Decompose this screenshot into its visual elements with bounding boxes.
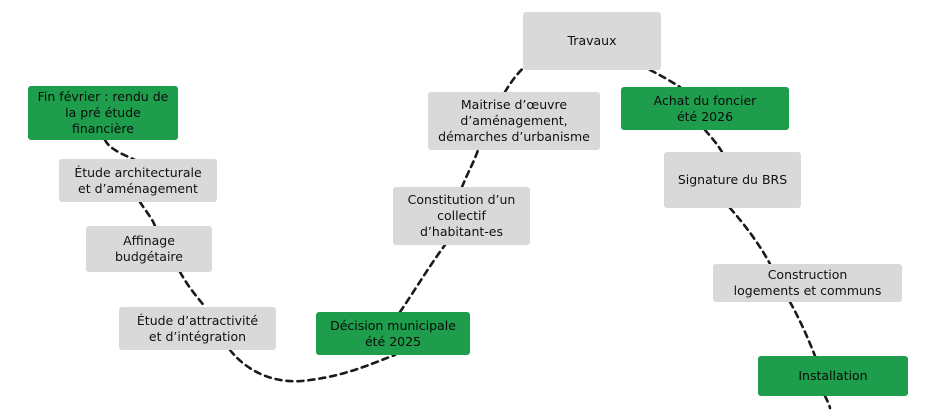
step-constitution-collectif: Constitution d’un collectif d’habitant-e… (393, 187, 530, 245)
timeline-curve (103, 60, 832, 410)
step-travaux: Travaux (523, 12, 661, 70)
step-achat-foncier: Achat du foncier été 2026 (621, 87, 789, 130)
step-etude-attractivite: Étude d’attractivité et d’intégration (119, 307, 276, 350)
step-decision-municipale: Décision municipale été 2025 (316, 312, 470, 355)
step-construction: Construction logements et communs (713, 264, 902, 302)
step-installation: Installation (758, 356, 908, 396)
step-affinage-budgetaire: Affinage budgétaire (86, 226, 212, 272)
step-etude-architecturale: Étude architecturale et d’aménagement (59, 159, 217, 202)
step-fin-fevrier: Fin février : rendu de la pré étude fina… (28, 86, 178, 140)
step-maitrise-oeuvre: Maitrise d’œuvre d’aménagement, démarche… (428, 92, 600, 150)
step-signature-brs: Signature du BRS (664, 152, 801, 208)
